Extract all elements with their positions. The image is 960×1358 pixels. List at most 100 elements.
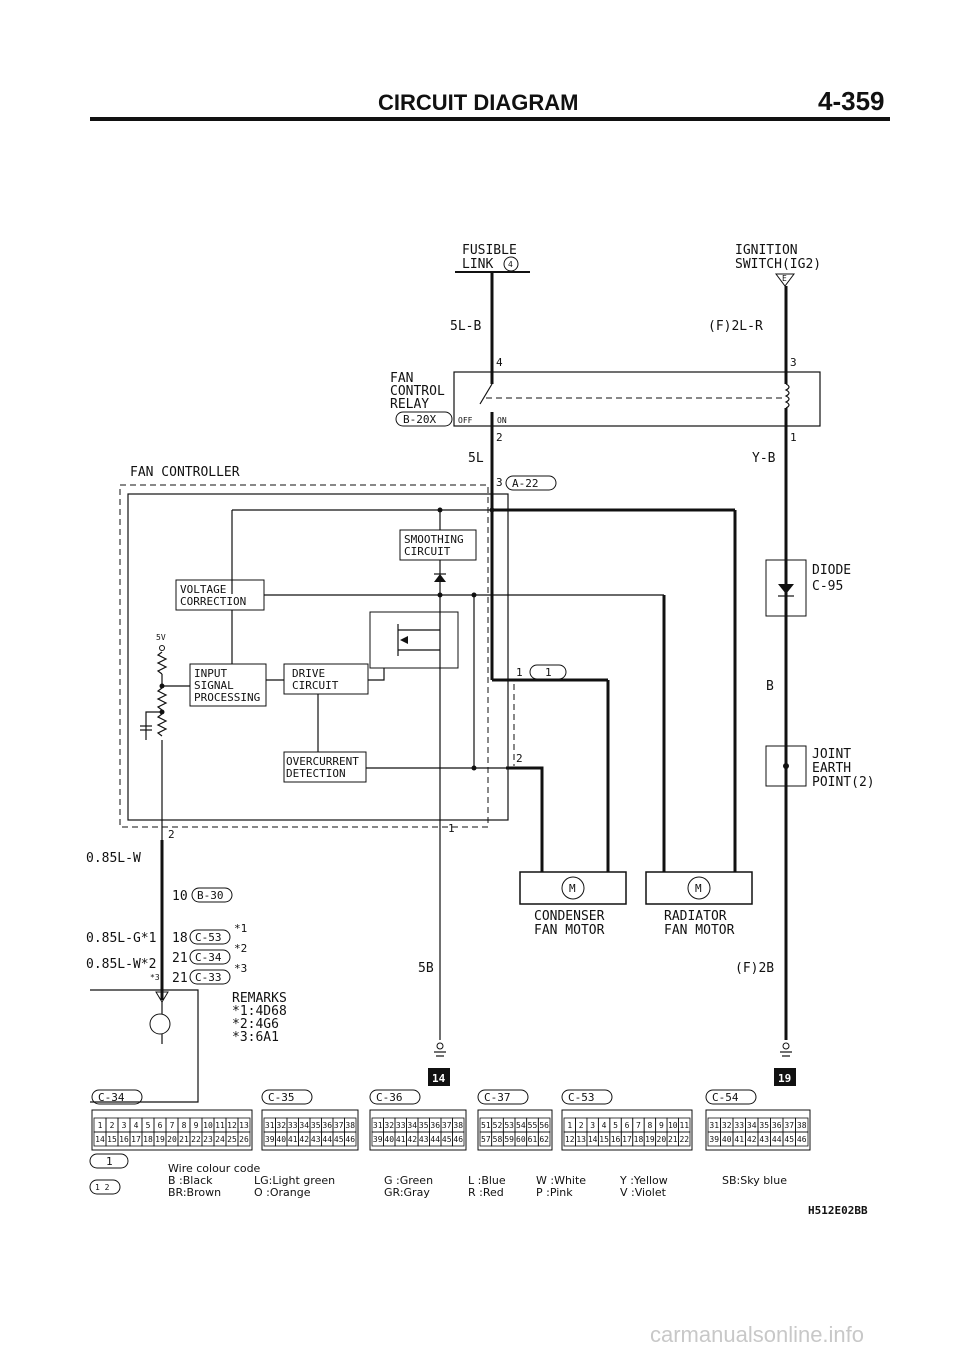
connector-pin-number: 39	[709, 1135, 719, 1144]
connector-pin-number: 1	[98, 1121, 103, 1130]
input-label-2: SIGNAL	[194, 679, 234, 692]
overcurrent-label-2: DETECTION	[286, 767, 346, 780]
connector-pin-number: 40	[384, 1135, 394, 1144]
remarks-title: REMARKS	[232, 991, 287, 1006]
connector-pin-number: 12	[227, 1121, 237, 1130]
wire-f2b-label: (F)2B	[735, 961, 774, 976]
connector-pin-number: 3	[122, 1121, 127, 1130]
connector-pin-number: 40	[276, 1135, 286, 1144]
pin10: 10	[172, 889, 188, 904]
connector-pin-number: 6	[158, 1121, 163, 1130]
connector-pin-cell	[795, 1131, 809, 1147]
input-label-3: PROCESSING	[194, 691, 260, 704]
resistor-1-icon	[156, 651, 168, 675]
connector-pin-number: 10	[203, 1121, 213, 1130]
conn-c53: C-53	[195, 931, 222, 944]
earth-number-left: 14	[432, 1072, 446, 1085]
wire-5lb-label: 5L-B	[450, 319, 481, 334]
relay-pin2: 2	[496, 431, 503, 444]
connector-pin-number: 17	[131, 1135, 141, 1144]
fusible-link-label: FUSIBLE	[462, 243, 517, 258]
connector-pin-number: 5	[146, 1121, 151, 1130]
connector-pin-number: 20	[657, 1135, 667, 1144]
connector-pin-number: 32	[722, 1121, 732, 1130]
connector-pin-number: 22	[679, 1135, 689, 1144]
connector-body	[369, 1109, 467, 1151]
relay-connector: B-20X	[403, 413, 436, 426]
legend-o: O :Orange	[254, 1186, 311, 1199]
star1: *1	[234, 922, 247, 935]
relay-coil-icon	[784, 383, 790, 409]
transistor-arrow-icon	[400, 636, 408, 644]
connector-pin-number: 37	[784, 1121, 794, 1130]
connector-pin-number: 31	[265, 1121, 275, 1130]
connector-tag	[561, 1089, 613, 1105]
connector-pin-number: 35	[311, 1121, 321, 1130]
wire-f2lr-label: (F)2L-R	[708, 319, 763, 334]
connector-pin-number: 5	[613, 1121, 618, 1130]
capacitor-wire	[145, 711, 162, 740]
connector-pin-number: 59	[504, 1135, 514, 1144]
transistor-box	[369, 611, 459, 669]
connector-pin-number: 43	[419, 1135, 429, 1144]
pin21: 21	[172, 951, 188, 966]
connector-body	[705, 1109, 811, 1151]
joint-dot	[783, 763, 789, 769]
pin18: 18	[172, 931, 188, 946]
joint-box	[765, 745, 807, 787]
controller-inner-box	[127, 493, 509, 821]
relay-switch-blade	[479, 383, 493, 405]
wire-085lw-label: 0.85L-W	[86, 851, 141, 866]
legend-y: Y :Yellow	[619, 1174, 668, 1187]
connector-pin-number: 44	[322, 1135, 332, 1144]
connector-body	[561, 1109, 693, 1151]
wire-5l-label: 5L	[468, 451, 484, 466]
diode-box	[765, 559, 807, 617]
fusible-link-number: 4	[508, 260, 513, 269]
connector-pin-number: 14	[95, 1135, 105, 1144]
connector-pin-number: 22	[191, 1135, 201, 1144]
connector-pin-number: 42	[299, 1135, 309, 1144]
connector-pin-number: 38	[453, 1121, 463, 1130]
ecu-pin-icon	[155, 991, 169, 1003]
small-connector-2: 1 2	[95, 1183, 110, 1192]
connector-name: C-35	[268, 1091, 295, 1104]
connector-pin-number: 18	[634, 1135, 644, 1144]
connector-tag	[91, 1089, 143, 1105]
out-pin1: 1	[516, 666, 523, 679]
connector-pin-number: 36	[430, 1121, 440, 1130]
junction-dot	[159, 683, 165, 689]
legend-title: Wire colour code	[168, 1162, 261, 1175]
connector-pin-number: 57	[481, 1135, 491, 1144]
wire-yb-label: Y-B	[752, 451, 776, 466]
joint-label-3: POINT(2)	[812, 775, 875, 790]
ignition-switch-label: IGNITION	[735, 243, 798, 258]
connector-pin-number: 24	[215, 1135, 225, 1144]
connector-pin-number: 13	[239, 1121, 249, 1130]
connector-pin-number: 36	[772, 1121, 782, 1130]
connector-pin-number: 58	[493, 1135, 503, 1144]
connector-body	[261, 1109, 359, 1151]
overcurrent-label-1: OVERCURRENT	[286, 755, 359, 768]
controller-pin2: 2	[168, 828, 175, 841]
page-number: 4-359	[818, 86, 885, 116]
wire-085lw2-label: 0.85L-W*2	[86, 957, 156, 972]
controller-connector-tag	[505, 475, 557, 491]
connector-pin-number: 4	[602, 1121, 607, 1130]
relay-pin1: 1	[790, 431, 797, 444]
earth-number-badge	[428, 1068, 450, 1086]
controller-outer-box	[119, 484, 489, 828]
ecu-transistor-icon	[149, 1013, 171, 1035]
connector-pin-number: 43	[759, 1135, 769, 1144]
connector-pin-number: 19	[155, 1135, 165, 1144]
legend-br: BR:Brown	[168, 1186, 221, 1199]
connector-pin-number: 2	[110, 1121, 115, 1130]
connector-name: C-36	[376, 1091, 403, 1104]
connector-pin-number: 56	[539, 1121, 549, 1130]
connector-pin-number: 11	[215, 1121, 225, 1130]
smoothing-label-1: SMOOTHING	[404, 533, 464, 546]
remark-3: *3:6A1	[232, 1030, 279, 1045]
connector-pin-cell	[678, 1131, 691, 1147]
diode-icon	[434, 574, 446, 582]
